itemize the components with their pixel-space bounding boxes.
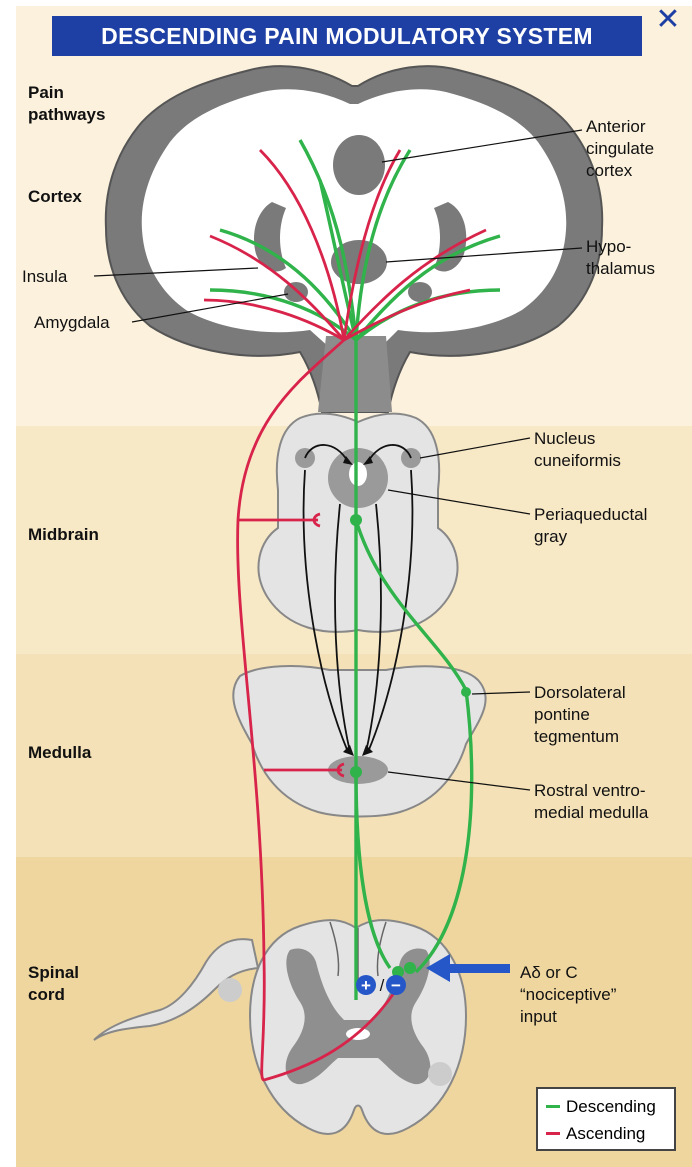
pag-synapse <box>350 514 362 526</box>
dlpt-synapse <box>461 687 471 697</box>
legend-label-ascending: Ascending <box>566 1124 645 1144</box>
label-hypothalamus: Hypo- thalamus <box>586 236 655 280</box>
medulla-section <box>233 666 485 816</box>
anterior-cingulate-cortex <box>333 135 385 195</box>
label-rostral-ventromedial-medulla: Rostral ventro- medial medulla <box>534 780 648 824</box>
right-white-spot <box>428 1062 452 1086</box>
legend-swatch-ascending <box>546 1132 560 1135</box>
legend-swatch-descending <box>546 1105 560 1108</box>
medulla-outline <box>233 666 485 816</box>
slash-sign: / <box>380 976 385 995</box>
legend-label-descending: Descending <box>566 1097 656 1117</box>
legend: Descending Ascending <box>536 1087 676 1151</box>
region-label-medulla: Medulla <box>28 742 91 764</box>
plus-sign: + <box>361 976 371 995</box>
label-dorsolateral-pontine-tegmentum: Dorsolateral pontine tegmentum <box>534 682 626 748</box>
region-label-pain-pathways: Pain pathways <box>28 82 105 126</box>
legend-item-ascending: Ascending <box>546 1120 666 1147</box>
minus-sign: − <box>391 976 401 995</box>
modulation-signs: + / − <box>356 975 406 995</box>
region-label-cortex: Cortex <box>28 186 82 208</box>
spinal-synapse <box>404 962 416 974</box>
region-label-midbrain: Midbrain <box>28 524 99 546</box>
rvm-synapse <box>350 766 362 778</box>
label-amygdala: Amygdala <box>34 312 110 334</box>
aqueduct <box>349 462 367 486</box>
region-label-spinal-cord: Spinal cord <box>28 962 79 1006</box>
label-periaqueductal-gray: Periaqueductal gray <box>534 504 647 548</box>
input-arrow-shaft <box>446 964 510 973</box>
label-anterior-cingulate-cortex: Anterior cingulate cortex <box>586 116 654 182</box>
label-nociceptive-input: Aδ or C “nociceptive” input <box>520 962 616 1028</box>
label-nucleus-cuneiformis: Nucleus cuneiformis <box>534 428 621 472</box>
close-icon[interactable]: ✕ <box>650 2 686 38</box>
legend-item-descending: Descending <box>546 1093 666 1120</box>
brain-section <box>106 66 602 412</box>
spinal-cord-section <box>94 920 466 1134</box>
diagram-title: DESCENDING PAIN MODULATORY SYSTEM <box>52 16 642 56</box>
left-white-spot <box>218 978 242 1002</box>
label-insula: Insula <box>22 266 67 288</box>
